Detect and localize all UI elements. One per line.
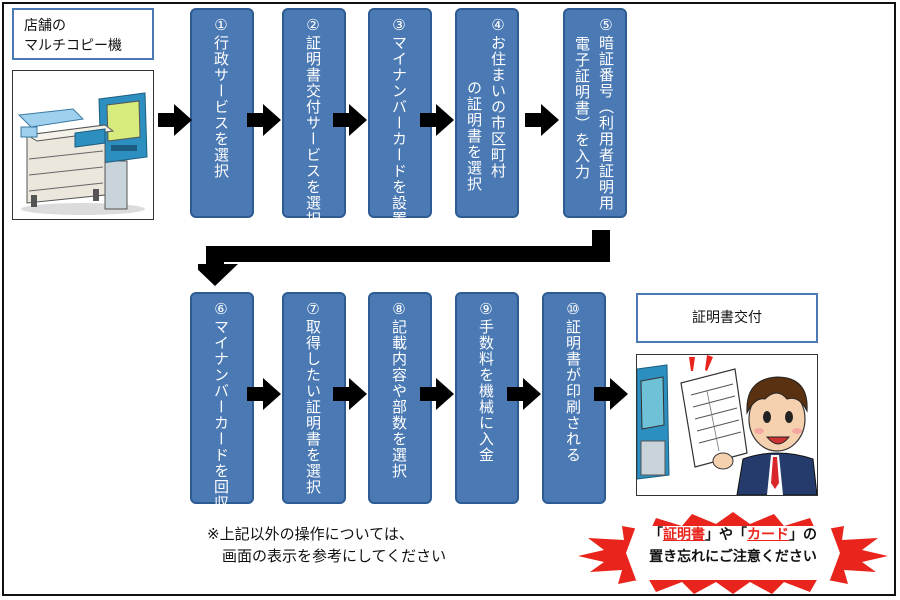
step-9-text: ⑨手数料を機械に入金 xyxy=(477,300,495,463)
right-arrow-icon xyxy=(333,378,367,410)
step-1: ①行政サービスを選択 xyxy=(190,8,254,218)
step-8-text: ⑧記載内容や部数を選択 xyxy=(390,300,408,479)
step-4-text-line2: の証明書を選択 xyxy=(465,80,483,192)
note-line2: 画面の表示を参考にしてください xyxy=(207,547,447,565)
warning-quote-close-2: 」 xyxy=(789,527,803,543)
warning-word-certificate: 証明書 xyxy=(663,527,705,543)
warning-quote-open-1: 「 xyxy=(649,527,663,543)
right-arrow-icon xyxy=(507,378,541,410)
step-1-text: ①行政サービスを選択 xyxy=(212,16,230,179)
starburst-icon xyxy=(578,512,888,594)
right-arrow-icon xyxy=(420,104,454,136)
step-3-text: ③マイナンバーカードを設置 xyxy=(390,16,408,227)
right-arrow-icon xyxy=(158,104,192,136)
man-with-certificate-illustration xyxy=(636,354,818,496)
right-arrow-icon xyxy=(525,104,559,136)
warning-particle-no: の xyxy=(803,527,817,543)
step-4: ④お住まいの市区町村 の証明書を選択 xyxy=(455,8,519,218)
right-arrow-icon xyxy=(333,104,367,136)
warning-line2: 置き忘れにご注意ください xyxy=(649,549,817,565)
step-10-text: ⑩証明書が印刷される xyxy=(564,300,582,463)
note-line1: ※上記以外の操作については、 xyxy=(207,525,414,543)
warning-quote-open-2: 「 xyxy=(733,527,747,543)
step-7-text: ⑦取得したい証明書を選択 xyxy=(304,300,322,495)
warning-quote-close-1: 」 xyxy=(705,527,719,543)
warning-text: 「証明書」や「カード」の 置き忘れにご注意ください xyxy=(636,524,830,568)
step-6: ⑥マイナンバーカードを回収 xyxy=(190,292,254,511)
store-label-line2: マルチコピー機 xyxy=(24,38,122,54)
step-4-text-line1: ④お住まいの市区町村 xyxy=(489,16,507,179)
result-label: 証明書交付 xyxy=(692,310,762,326)
step-2-text: ②証明書交付サービスを選択 xyxy=(304,16,322,227)
warning-word-card: カード xyxy=(747,527,789,543)
step-5-text-line1: ⑤暗証番号（利用者証明用 xyxy=(597,16,615,211)
step-6-text: ⑥マイナンバーカードを回収 xyxy=(212,300,230,511)
step-5-text-line2: 電子証明書）を入力 xyxy=(573,36,591,180)
right-arrow-icon xyxy=(594,378,628,410)
elbow-arrow-icon xyxy=(198,230,610,286)
step-5: ⑤暗証番号（利用者証明用 電子証明書）を入力 xyxy=(563,8,627,218)
right-arrow-icon xyxy=(420,378,454,410)
warning-particle-ya: や xyxy=(719,527,733,543)
right-arrow-icon xyxy=(247,104,281,136)
copy-machine-illustration xyxy=(12,70,154,220)
store-label-box: 店舗の マルチコピー機 xyxy=(12,8,154,60)
warning-line1: 「証明書」や「カード」の xyxy=(636,524,830,546)
right-arrow-icon xyxy=(247,378,281,410)
result-label-box: 証明書交付 xyxy=(636,293,818,343)
store-label-line1: 店舗の xyxy=(24,18,66,34)
